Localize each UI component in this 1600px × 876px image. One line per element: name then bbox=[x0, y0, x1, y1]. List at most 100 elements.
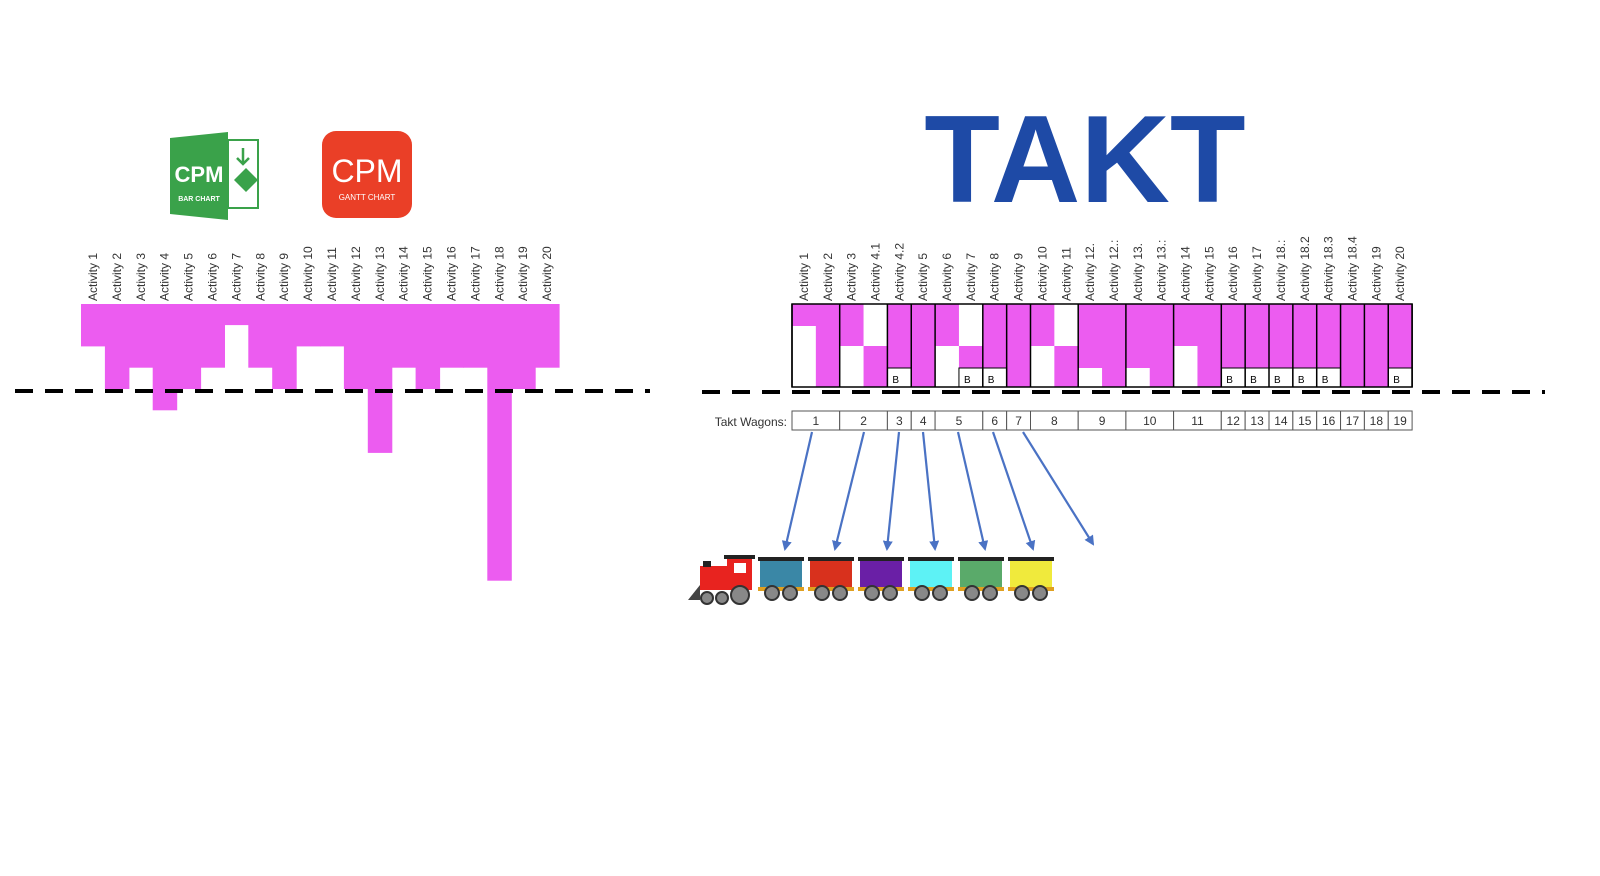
buffer-cell bbox=[958, 367, 984, 388]
train-wagon-base bbox=[958, 587, 1004, 591]
takt-activity-label: Activity 4.1 bbox=[868, 243, 882, 301]
buffer-cell bbox=[1268, 367, 1294, 388]
wheel-icon bbox=[964, 585, 980, 601]
cpm-bar bbox=[200, 304, 225, 368]
cpm-bar bbox=[224, 304, 249, 326]
train-wagon-roof bbox=[958, 557, 1004, 561]
wheel-icon bbox=[864, 585, 880, 601]
train-wagon bbox=[1010, 561, 1052, 589]
wagon-arrows bbox=[781, 431, 1095, 551]
cpm-activity-label: Activity 6 bbox=[205, 253, 219, 301]
buffer-mark: B bbox=[988, 375, 995, 386]
takt-empty-cell bbox=[958, 304, 983, 346]
takt-activity-label: Activity 5 bbox=[916, 253, 930, 301]
wheel-icon bbox=[782, 585, 798, 601]
buffer-cell bbox=[1387, 367, 1413, 388]
cpm-gantt-chart-logo-subtext: GANTT CHART bbox=[339, 193, 396, 202]
wagon-arrow bbox=[1022, 431, 1095, 546]
train-wagon bbox=[810, 561, 852, 589]
train-wagon-roof bbox=[908, 557, 954, 561]
wagon-arrow bbox=[832, 431, 866, 551]
cpm-activity-label: Activity 8 bbox=[253, 253, 267, 301]
takt-empty-cell bbox=[792, 326, 816, 387]
takt-activity-label: Activity 8 bbox=[988, 253, 1002, 301]
takt-activity-label: Activity 6 bbox=[940, 253, 954, 301]
takt-empty-cell bbox=[839, 346, 864, 387]
takt-wagon-number: 9 bbox=[1099, 414, 1106, 428]
cpm-bar bbox=[176, 304, 202, 389]
buffer-mark: B bbox=[964, 375, 971, 386]
takt-activity-label: Activity 20 bbox=[1393, 246, 1407, 301]
takt-activity-label: Activity 12.: bbox=[1107, 240, 1121, 301]
takt-activity-label: Activity 18.2 bbox=[1298, 236, 1312, 301]
buffer-mark: B bbox=[1322, 375, 1329, 386]
takt-grid-border bbox=[791, 303, 1413, 388]
takt-activity-label: Activity 3 bbox=[845, 253, 859, 301]
cpm-bar bbox=[415, 304, 441, 389]
buffer-mark: B bbox=[1226, 375, 1233, 386]
takt-wagon-number: 5 bbox=[956, 414, 963, 428]
buffer-cell bbox=[1316, 367, 1342, 388]
train-wagon bbox=[860, 561, 902, 589]
cpm-activity-label: Activity 16 bbox=[444, 246, 458, 301]
takt-activity-label: Activity 12. bbox=[1083, 243, 1097, 301]
cpm-bar bbox=[152, 304, 178, 411]
takt-wagon-number: 6 bbox=[991, 414, 998, 428]
takt-activity-label: Activity 13. bbox=[1131, 243, 1145, 301]
cpm-bar-chart-logo-text: CPM bbox=[175, 162, 224, 187]
buffer-cell bbox=[1244, 367, 1270, 388]
takt-empty-cell bbox=[1054, 304, 1079, 346]
wagon-arrow bbox=[921, 431, 940, 551]
cpm-activity-label: Activity 12 bbox=[349, 246, 363, 301]
train-wagon-base bbox=[1008, 587, 1054, 591]
cpm-gantt-chart-logo-body bbox=[322, 131, 412, 218]
takt-wagon-number: 10 bbox=[1143, 414, 1157, 428]
train-wagon-roof bbox=[858, 557, 904, 561]
train-wagons bbox=[758, 557, 1054, 601]
cpm-activity-label: Activity 11 bbox=[325, 247, 339, 301]
cpm-bar bbox=[511, 304, 536, 389]
takt-wagon-number: 12 bbox=[1227, 414, 1241, 428]
wheel-icon bbox=[982, 585, 998, 601]
takt-wagon-number: 15 bbox=[1298, 414, 1312, 428]
cpm-activity-label: Activity 2 bbox=[110, 253, 124, 301]
takt-empty-cell bbox=[1125, 368, 1150, 387]
cpm-bar bbox=[296, 304, 321, 347]
cpm-resource-histogram bbox=[81, 304, 560, 581]
cpm-activity-label: Activity 19 bbox=[516, 246, 530, 301]
train-wagon-roof bbox=[758, 557, 804, 561]
buffer-mark: B bbox=[892, 375, 899, 386]
wagon-arrow bbox=[781, 431, 814, 551]
buffer-cell bbox=[982, 367, 1008, 388]
takt-activity-label: Activity 17 bbox=[1250, 246, 1264, 301]
wagon-arrow bbox=[991, 431, 1036, 551]
cpm-activity-label: Activity 14 bbox=[397, 246, 411, 301]
takt-activity-label: Activity 15 bbox=[1202, 246, 1216, 301]
buffer-cell bbox=[886, 367, 912, 388]
cpm-bar bbox=[535, 304, 560, 368]
cpm-gantt-chart-logo: CPM GANTT CHART bbox=[322, 131, 412, 218]
buffer-cell bbox=[1292, 367, 1318, 388]
wagon-arrow bbox=[956, 431, 989, 551]
train-wagon-base bbox=[908, 587, 954, 591]
takt-activity-label: Activity 19 bbox=[1369, 246, 1383, 301]
takt-title: TAKT bbox=[924, 91, 1245, 229]
takt-activity-label: Activity 10 bbox=[1035, 246, 1049, 301]
train-wagon bbox=[960, 561, 1002, 589]
takt-activity-label: Activity 7 bbox=[964, 253, 978, 301]
takt-empty-cell bbox=[863, 304, 888, 346]
train-wagon-roof bbox=[1008, 557, 1054, 561]
takt-activity-label: Activity 11 bbox=[1059, 247, 1073, 301]
cpm-activity-label: Activity 9 bbox=[277, 253, 291, 301]
wheel-icon bbox=[932, 585, 948, 601]
wheel-icon bbox=[914, 585, 930, 601]
cpm-bar bbox=[81, 304, 106, 347]
cpm-bar bbox=[487, 304, 512, 581]
takt-wagon-number: 8 bbox=[1051, 414, 1058, 428]
cpm-activity-label: Activity 10 bbox=[301, 246, 315, 301]
takt-activity-label: Activity 18.3 bbox=[1322, 236, 1336, 301]
cpm-bar-chart-logo: CPM BAR CHART bbox=[170, 132, 259, 220]
train-wagon-base bbox=[758, 587, 804, 591]
